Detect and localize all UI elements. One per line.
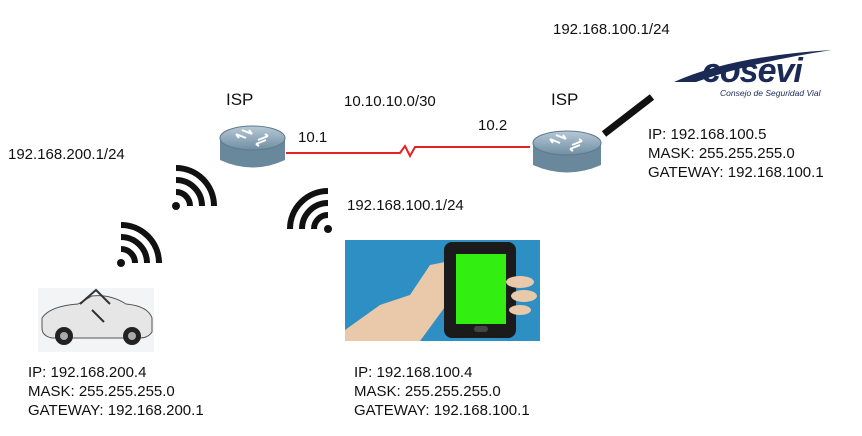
car-ip: IP: 192.168.200.4 [28,364,147,381]
logo-wordmark: cosevi [702,52,803,90]
smartphone-image [345,240,540,341]
wan-left-ip-label: 10.1 [298,129,328,146]
phone-mask: MASK: 255.255.255.0 [354,383,501,400]
wifi-icon-upper [172,165,217,210]
car-image [38,288,154,352]
logo-subtitle: Consejo de Seguridad Vial [720,88,821,98]
wifi-icon-lower [117,222,162,267]
router-left-icon [219,125,286,168]
server-link [601,94,655,137]
phone-gateway: GATEWAY: 192.168.100.1 [354,402,530,419]
server-mask: MASK: 255.255.255.0 [648,145,795,162]
phone-config: IP: 192.168.100.4 MASK: 255.255.255.0 GA… [354,363,530,420]
car-gateway: GATEWAY: 192.168.200.1 [28,402,204,419]
logo-swoosh-icon [674,50,832,82]
car-mask: MASK: 255.255.255.0 [28,383,175,400]
server-lan-network-label: 192.168.100.1/24 [553,21,670,38]
phone-lan-network-label: 192.168.100.1/24 [347,197,464,214]
wan-right-ip-label: 10.2 [478,117,508,134]
server-ip: IP: 192.168.100.5 [648,126,767,143]
phone-ip: IP: 192.168.100.4 [354,364,473,381]
car-lan-network-label: 192.168.200.1/24 [8,146,125,163]
wan-serial-link [286,144,530,159]
car-config: IP: 192.168.200.4 MASK: 255.255.255.0 GA… [28,363,204,420]
isp-right-label: ISP [551,90,579,109]
wan-network-label: 10.10.10.0/30 [344,93,436,110]
wifi-icon-phone [287,188,332,233]
cosevi-logo: cosevi Consejo de Seguridad Vial [668,42,840,106]
isp-left-label: ISP [226,90,254,109]
server-gateway: GATEWAY: 192.168.100.1 [648,164,824,181]
server-config: IP: 192.168.100.5 MASK: 255.255.255.0 GA… [648,125,824,182]
router-right-icon [532,130,602,173]
